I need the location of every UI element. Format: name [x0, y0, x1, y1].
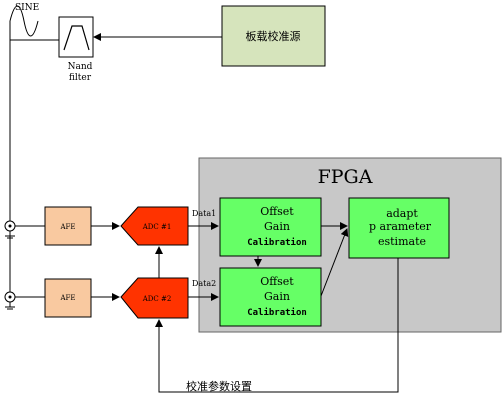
cal2-line3: Calibration [247, 307, 307, 318]
cal2-line1: Offset [260, 275, 294, 288]
afe-box-1 [44, 206, 92, 246]
adapt-line1: adapt [386, 207, 418, 220]
input-connector-icon [8, 224, 12, 228]
data2-label: Data2 [192, 279, 216, 288]
nand-filter-box [58, 16, 94, 58]
onboard-source-label: 板载校准源 [246, 29, 301, 43]
calibration-block-1 [219, 197, 322, 257]
cal2-line2: Gain [264, 290, 290, 303]
cal2-to-adapt-arrow [320, 228, 349, 297]
cal1-line3: Calibration [247, 237, 307, 248]
afe-box-2 [44, 278, 92, 318]
adapt-parameter-block [348, 197, 450, 259]
filter-label-line2: filter [69, 73, 92, 83]
cal1-line2: Gain [264, 220, 290, 233]
afe-label-2: AFE [59, 294, 75, 302]
fpga-title: FPGA [318, 166, 373, 188]
afe-label-1: AFE [59, 223, 75, 231]
onboard-source-box [221, 5, 326, 67]
feedback-label: 校准参数设置 [186, 379, 252, 393]
feedback-loop-line [155, 258, 399, 393]
input-connector-icon [8, 295, 12, 299]
adc-label-1: ADC #1 [142, 223, 172, 231]
filter-label-line1: Nand [68, 62, 93, 72]
calibration-block-2 [219, 267, 322, 327]
sine-wave-icon [9, 5, 39, 37]
adc-label-2: ADC #2 [142, 295, 172, 303]
adapt-line2: p arameter [369, 220, 432, 233]
cal1-line1: Offset [260, 205, 294, 218]
adapt-line3: estimate [378, 235, 426, 248]
sine-label: SINE [15, 3, 39, 13]
data1-label: Data1 [192, 209, 216, 218]
bandpass-filter-icon [63, 25, 90, 51]
adc-block-2 [120, 277, 189, 319]
